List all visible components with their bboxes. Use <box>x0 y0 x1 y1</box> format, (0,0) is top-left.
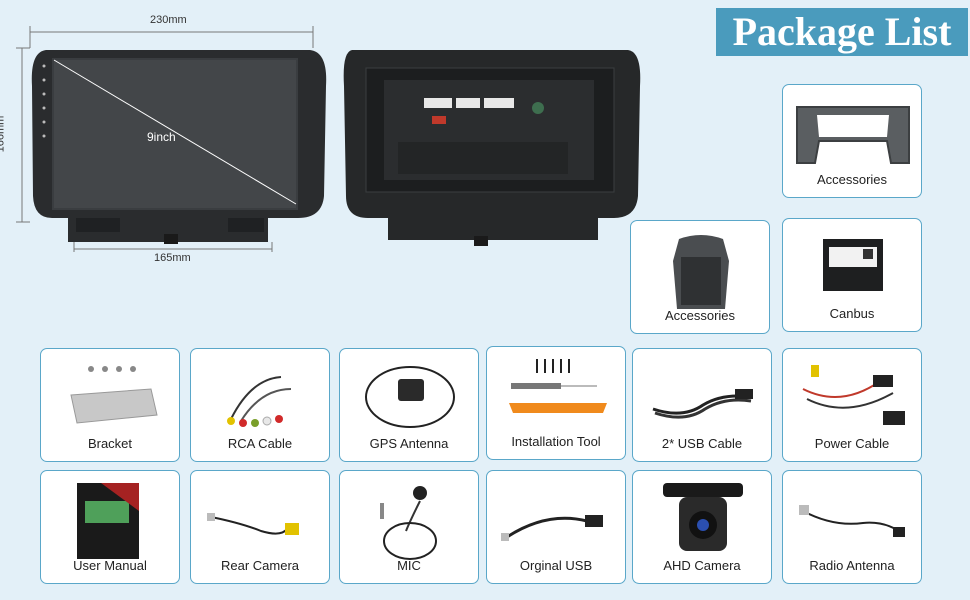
accessories-frame-image <box>796 106 910 164</box>
power-cable-image <box>802 365 905 425</box>
head-unit-front <box>31 50 327 244</box>
width-dimension-label: 230mm <box>150 14 187 26</box>
bottom-width-dimension-label: 165mm <box>154 252 191 264</box>
item-label: Bracket <box>87 436 133 451</box>
item-card-orginal-usb: Orginal USB <box>486 470 626 584</box>
item-card-rear-camera: Rear Camera <box>190 470 330 584</box>
item-card-canbus: Canbus <box>782 218 922 332</box>
radio-antenna-image <box>799 505 905 537</box>
bracket-image <box>70 366 158 424</box>
item-card-usb-cable: 2* USB Cable <box>632 348 772 462</box>
item-label: 2* USB Cable <box>661 436 743 451</box>
rca-cable-image <box>227 376 292 427</box>
item-card-user-manual: User Manual <box>40 470 180 584</box>
item-card-power-cable: Power Cable <box>782 348 922 462</box>
gps-antenna-image <box>365 366 455 428</box>
item-card-rca-cable: RCA Cable <box>190 348 330 462</box>
canbus-image <box>823 239 883 291</box>
item-label: Canbus <box>829 306 875 321</box>
package-list-title: Package List <box>716 8 968 56</box>
item-card-accessories-cover: Accessories <box>630 220 770 334</box>
item-card-mic: MIC <box>339 470 479 584</box>
item-card-radio-antenna: Radio Antenna <box>782 470 922 584</box>
orginal-usb-image <box>501 515 603 541</box>
mic-image <box>380 486 437 560</box>
item-label: Installation Tool <box>511 434 601 449</box>
accessories-cover-image <box>673 235 729 309</box>
item-label: Accessories <box>664 308 736 323</box>
item-label: Radio Antenna <box>809 558 895 573</box>
item-label: MIC <box>397 558 421 573</box>
item-label: Power Cable <box>814 436 890 451</box>
item-label: Orginal USB <box>519 558 593 573</box>
user-manual-image <box>77 483 139 559</box>
installation-tool-image <box>509 359 607 413</box>
item-card-accessories-frame: Accessories <box>782 84 922 198</box>
item-label: AHD Camera <box>663 558 741 573</box>
item-label: GPS Antenna <box>369 436 449 451</box>
item-label: RCA Cable <box>227 436 293 451</box>
item-card-ahd-camera: AHD Camera <box>632 470 772 584</box>
head-unit-back <box>343 50 641 246</box>
item-card-bracket: Bracket <box>40 348 180 462</box>
item-label: Rear Camera <box>220 558 300 573</box>
item-card-gps-antenna: GPS Antenna <box>339 348 479 462</box>
screen-size-label: 9inch <box>147 130 176 144</box>
rear-camera-image <box>207 513 299 535</box>
item-label: User Manual <box>73 558 147 573</box>
dimension-lines <box>16 26 314 252</box>
screen-diagonal <box>53 59 297 205</box>
item-card-installation-tool: Installation Tool <box>486 346 626 460</box>
usb-cable-image <box>652 389 753 419</box>
ahd-camera-image <box>663 483 743 551</box>
item-label: Accessories <box>816 172 888 187</box>
